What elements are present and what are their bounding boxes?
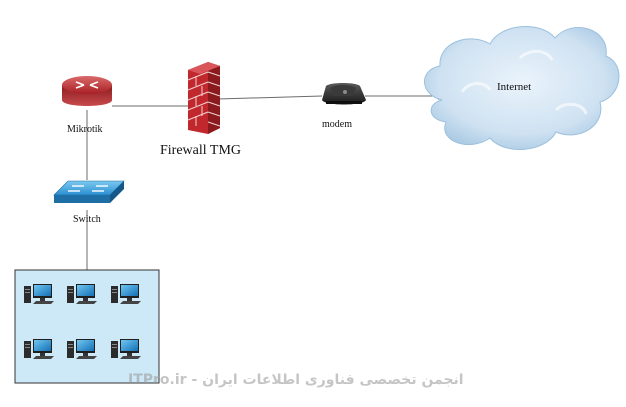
firewall-modem-link: [217, 95, 323, 100]
desktop-computer-icon: [67, 284, 97, 304]
firewall-icon: [187, 62, 221, 134]
pc-group: [24, 284, 141, 359]
router-label: Mikrotik: [67, 124, 103, 135]
desktop-computer-icon: [67, 339, 97, 359]
firewall-label: Firewall TMG: [160, 143, 242, 158]
connection-lines: [86, 92, 446, 270]
desktop-computer-icon: [111, 284, 141, 304]
router-icon: [62, 76, 112, 106]
desktop-computer-icon: [111, 339, 141, 359]
switch-label: Switch: [73, 214, 101, 225]
modem-icon: [322, 83, 366, 105]
desktop-computer-icon: [24, 284, 54, 304]
desktop-computer-icon: [24, 339, 54, 359]
modem-label: modem: [322, 119, 352, 130]
internet-label: Internet: [497, 81, 532, 93]
switch-icon: [53, 180, 125, 203]
internet-cloud: [424, 26, 620, 150]
watermark-text: ITPro.ir - انجمن تخصصی فناوری اطلاعات ای…: [128, 372, 464, 388]
